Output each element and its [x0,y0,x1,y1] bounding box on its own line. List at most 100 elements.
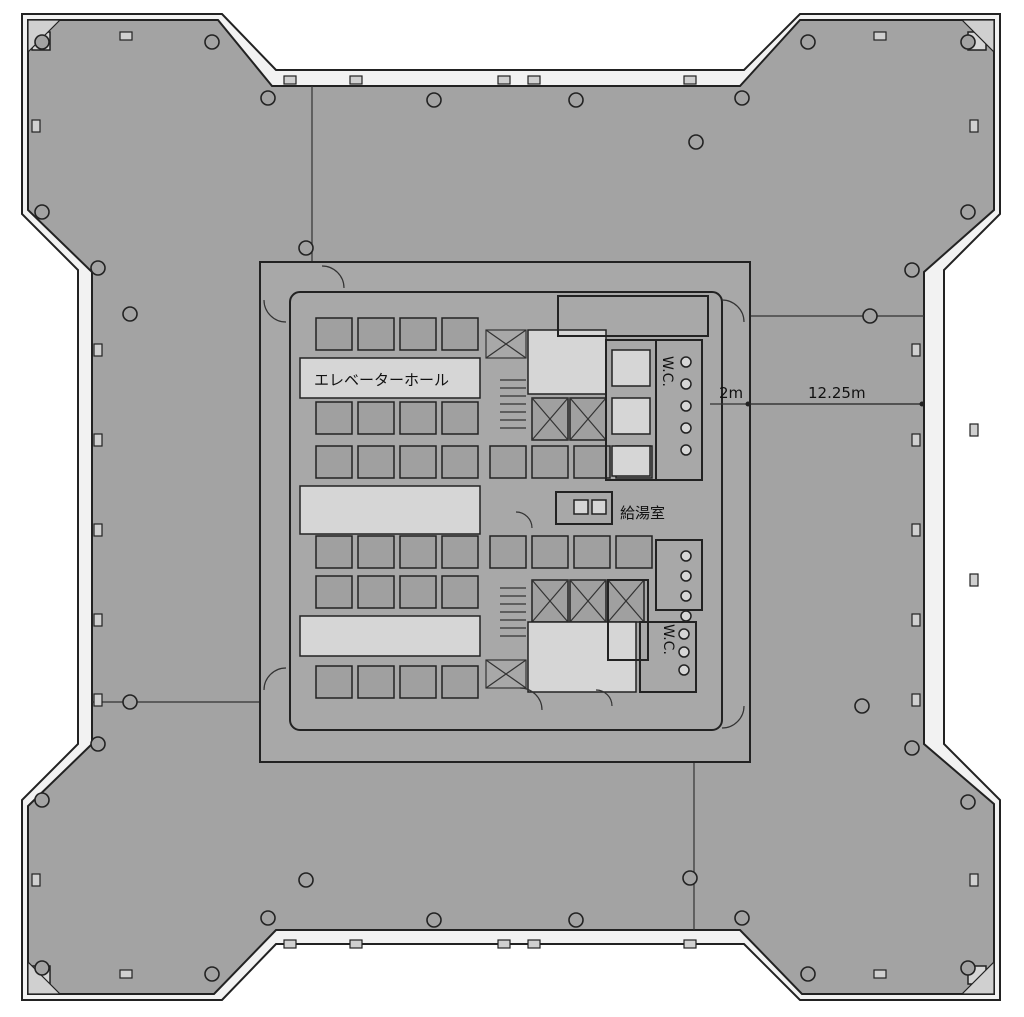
elevator-car-icon [441,535,479,569]
elevator-car-icon [399,317,437,351]
window-mullion-icon [349,75,363,85]
column-icon [904,262,920,278]
elevator-car-icon [399,665,437,699]
toilet-icon [680,356,692,368]
column-icon [960,204,976,220]
column-icon [800,966,816,982]
elevator-car-icon [315,401,353,435]
elevator-car-icon [531,445,569,479]
column-icon [426,912,442,928]
window-mullion-icon [283,75,297,85]
window-mullion-icon [93,343,103,357]
toilet-icon [678,628,690,640]
column-icon [960,34,976,50]
elevator-car-icon [315,317,353,351]
window-mullion-icon [93,613,103,627]
column-icon [34,34,50,50]
column-icon [688,134,704,150]
window-mullion-icon [527,939,541,949]
elevator-car-icon [315,317,653,699]
elevator-car-icon [531,535,569,569]
elevator-car-icon [441,665,479,699]
window-mullion-icon [683,75,697,85]
column-icon [568,92,584,108]
toilet-icon [680,378,692,390]
window-mullion-icon [873,969,887,979]
elevator-car-icon [357,445,395,479]
toilet-icon [680,400,692,412]
toilet-icon [678,356,692,676]
column-icon [426,92,442,108]
elevator-car-icon [573,445,611,479]
elevator-car-icon [441,575,479,609]
elevator-car-icon [357,535,395,569]
elevator-car-icon [615,535,653,569]
window-mullion-icon [31,31,979,979]
service-rooms [527,295,709,693]
window-mullion-icon [911,693,921,707]
elevator-car-icon [489,535,527,569]
toilet-icon [678,646,690,658]
window-mullion-icon [119,969,133,979]
elevator-car-icon [399,535,437,569]
column-icon [904,740,920,756]
elevator-car-icon [399,445,437,479]
elevator-shafts [485,329,645,689]
window-mullion-icon [119,31,133,41]
column-icon [90,260,106,276]
elevator-car-icon [399,575,437,609]
door-swing-icon [263,265,745,729]
column-icon [204,34,220,50]
window-mullion-icon [969,873,979,887]
window-mullion-icon [497,939,511,949]
elevator-car-icon [441,401,479,435]
toilet-icon [680,422,692,434]
elevator-car-icon [441,317,479,351]
window-mullion-icon [93,523,103,537]
toilet-icon [680,610,692,622]
column-icon [960,960,976,976]
elevator-hall-label: エレベーターホール [314,371,449,389]
elevator-car-icon [357,317,395,351]
window-mullion-icon [93,693,103,707]
window-mullion-icon [911,523,921,537]
window-mullion-icon [31,119,41,133]
wc-lower-label: W.C. [660,624,676,655]
elevator-hall-zone [299,357,481,657]
core-gap-dimension: 2m [719,384,743,402]
wc-upper-label: W.C. [659,356,675,387]
toilet-icon [680,550,692,562]
elevator-car-icon [315,535,353,569]
elevator-car-icon [315,665,353,699]
elevator-car-icon [441,445,479,479]
elevator-car-icon [357,401,395,435]
column-icon [800,34,816,50]
column-icon [854,698,870,714]
elevator-car-icon [489,445,527,479]
elevator-car-icon [357,575,395,609]
toilet-icon [678,664,690,676]
window-mullion-icon [969,423,979,437]
column-icon [122,694,138,710]
column-icon [682,870,698,886]
column-icon [34,792,50,808]
dimension-line [710,401,925,407]
window-mullion-icon [283,939,297,949]
toilet-icon [680,444,692,456]
column-icon [734,90,750,106]
window-mullion-icon [497,75,511,85]
column-icon [298,872,314,888]
window-mullion-icon [683,939,697,949]
elevator-car-icon [573,535,611,569]
column-icon [34,204,50,220]
column-icon [734,910,750,926]
column-icon [260,90,276,106]
column-icon [122,306,138,322]
window-mullion-icon [911,433,921,447]
window-mullion-icon [93,433,103,447]
toilet-icon [680,590,692,602]
column-icon [90,736,106,752]
floor-depth-dimension: 12.25m [808,384,866,402]
kitchenette-label: 給湯室 [620,504,665,522]
